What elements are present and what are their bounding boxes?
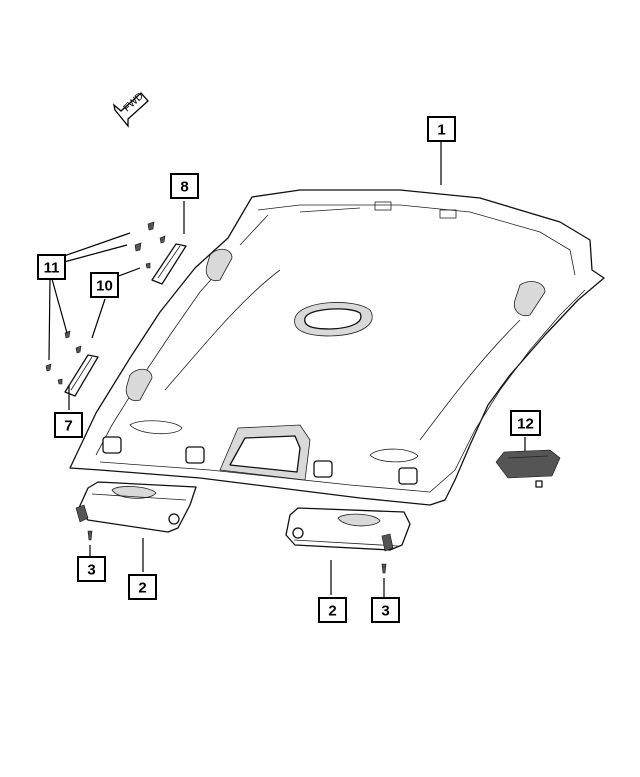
callout-8: 8 <box>170 173 199 199</box>
screw-right <box>381 563 387 574</box>
fasteners <box>45 221 166 385</box>
callout-1: 1 <box>427 116 456 142</box>
svg-text:3: 3 <box>381 603 389 620</box>
svg-text:10: 10 <box>96 278 113 295</box>
screw-left <box>87 530 93 541</box>
svg-text:11: 11 <box>44 260 60 277</box>
callout-12: 12 <box>510 410 541 436</box>
callout-2-left: 2 <box>128 574 157 600</box>
svg-text:7: 7 <box>64 418 72 435</box>
svg-text:2: 2 <box>138 580 146 597</box>
svg-text:8: 8 <box>180 179 188 196</box>
svg-text:2: 2 <box>328 603 336 620</box>
callout-2-right: 2 <box>318 597 347 623</box>
sun-visor-left <box>75 481 197 533</box>
callout-3-left: 3 <box>77 556 106 582</box>
sun-visor-right <box>285 507 411 552</box>
svg-text:3: 3 <box>87 562 95 579</box>
assist-handle-lower <box>64 354 99 397</box>
callout-10: 10 <box>90 272 119 298</box>
svg-text:12: 12 <box>517 416 534 433</box>
fwd-arrow-icon: FWD <box>112 91 149 128</box>
leader-lines <box>48 141 526 597</box>
callout-7: 7 <box>54 412 83 438</box>
assist-handle-upper <box>151 243 187 285</box>
callout-3-right: 3 <box>371 597 400 623</box>
headliner-part <box>69 189 605 506</box>
svg-text:1: 1 <box>437 122 445 139</box>
callout-11: 11 <box>37 254 66 280</box>
dome-lamp-part <box>495 449 561 488</box>
